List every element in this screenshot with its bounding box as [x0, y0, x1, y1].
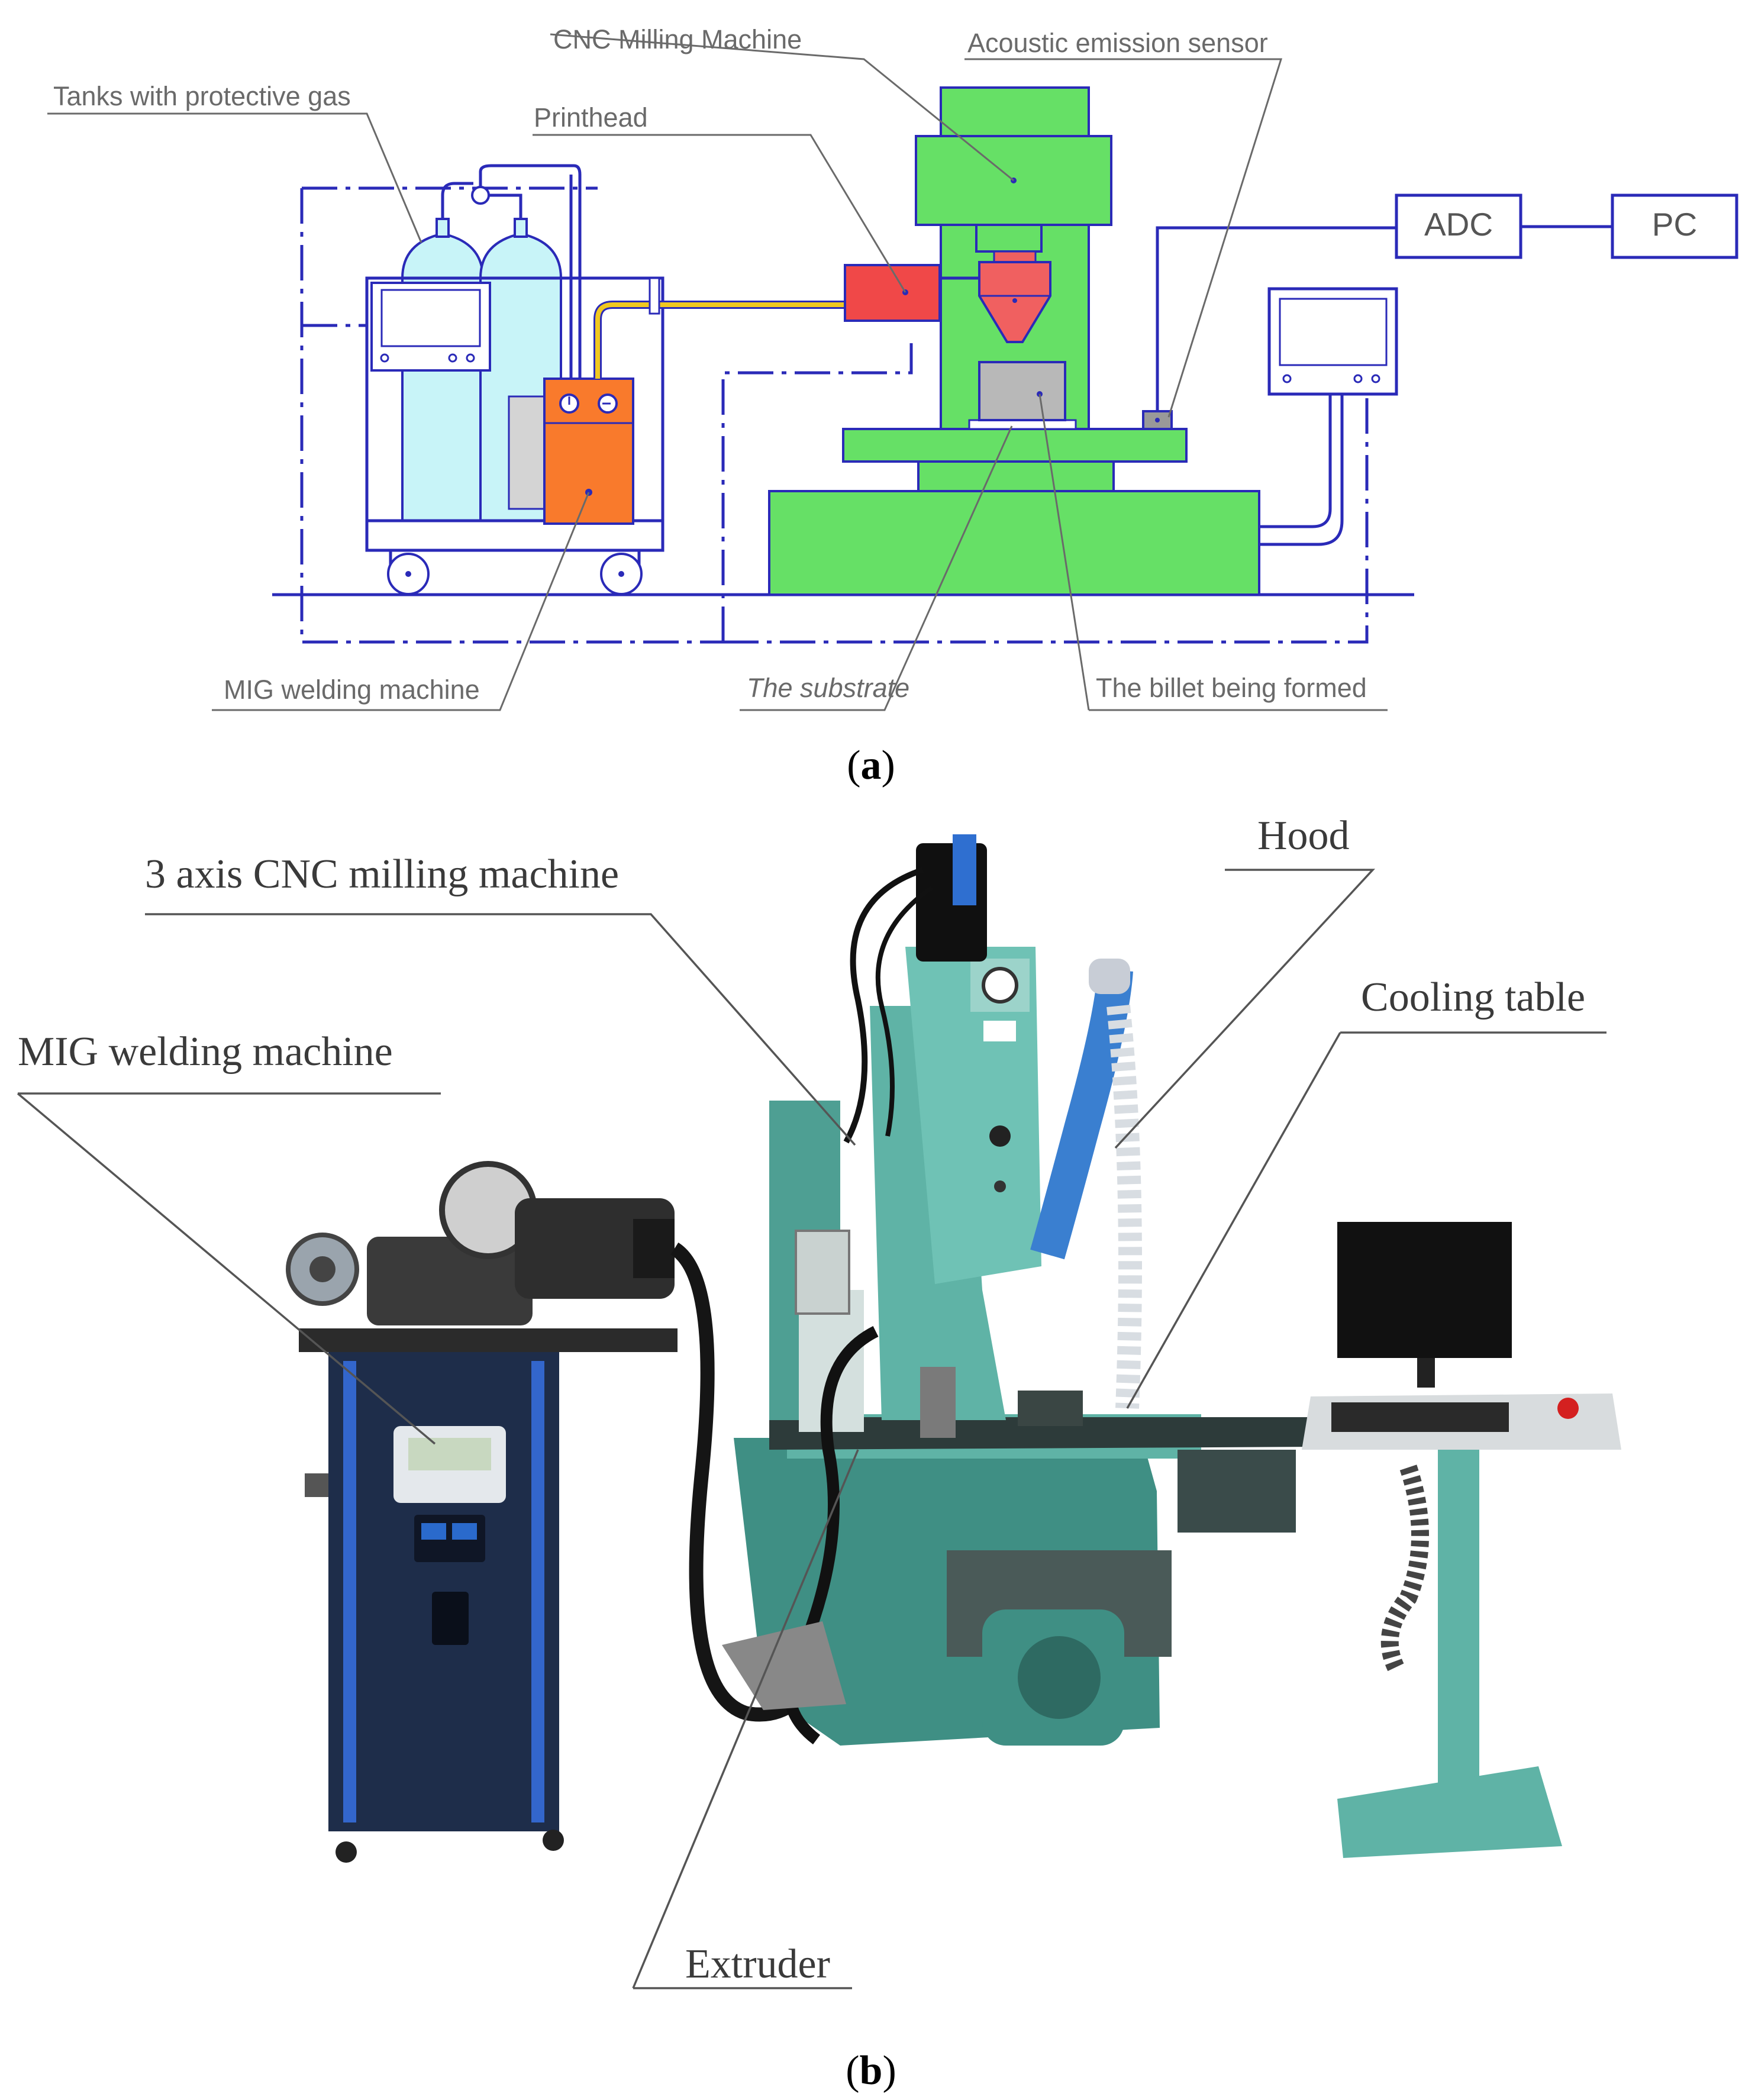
- panel-a-schematic: ADC PC CNC Milling M: [47, 24, 1738, 788]
- label-acoustic-emission-sensor: Acoustic emission sensor: [967, 28, 1268, 58]
- control-console: [1302, 1222, 1621, 1858]
- dash-dot-frame: [300, 186, 1369, 644]
- hood-hose: [1030, 959, 1142, 1409]
- label-cooling-table: Cooling table: [1361, 975, 1585, 1020]
- label-3-axis-cnc: 3 axis CNC milling machine: [145, 851, 619, 897]
- mig-welder-unit: [508, 378, 634, 525]
- cnc-machine-schematic: [768, 86, 1260, 596]
- label-billet: The billet being formed: [1096, 673, 1367, 703]
- mig-welder-cabinet: [305, 1352, 564, 1863]
- label-extruder: Extruder: [685, 1941, 830, 1987]
- adc-box: ADC: [1395, 193, 1522, 259]
- label-mig-welding-machine-a: MIG welding machine: [224, 675, 480, 705]
- label-cnc-milling-machine: CNC Milling Machine: [553, 24, 802, 54]
- machine-table: [842, 428, 1188, 463]
- label-mig-welding-machine-b: MIG welding machine: [18, 1029, 393, 1075]
- leaders-a: [47, 33, 1388, 711]
- printhead: [844, 264, 941, 322]
- console-post: [1438, 1450, 1479, 1799]
- leaders-b: [17, 869, 1606, 1989]
- cnc-terminal: [1259, 287, 1398, 546]
- console-monitor: [1337, 1222, 1512, 1358]
- wire-feeder: [286, 1161, 678, 1352]
- billet: [978, 361, 1066, 421]
- label-printhead: Printhead: [534, 102, 648, 133]
- panel-b-photo: 3 axis CNC milling machine Hood Cooling …: [17, 813, 1621, 2093]
- label-hood: Hood: [1257, 813, 1350, 859]
- adc-label: ADC: [1424, 206, 1493, 243]
- sensor-cable: [1156, 226, 1396, 411]
- cnc-mill-photo: [722, 834, 1322, 1746]
- chip-tray: [722, 1621, 846, 1710]
- label-substrate: The substrate: [747, 673, 909, 703]
- mill-table: [769, 1417, 1322, 1450]
- wire-feed: [593, 277, 846, 379]
- pc-label: PC: [1652, 206, 1697, 243]
- trolley-screen: [370, 282, 491, 372]
- caption-b: (b): [846, 2048, 896, 2093]
- label-tanks-protective-gas: Tanks with protective gas: [53, 81, 351, 111]
- caption-a: (a): [847, 743, 895, 788]
- machine-base: [768, 490, 1260, 596]
- substrate: [968, 419, 1077, 430]
- pc-box: PC: [1611, 193, 1738, 259]
